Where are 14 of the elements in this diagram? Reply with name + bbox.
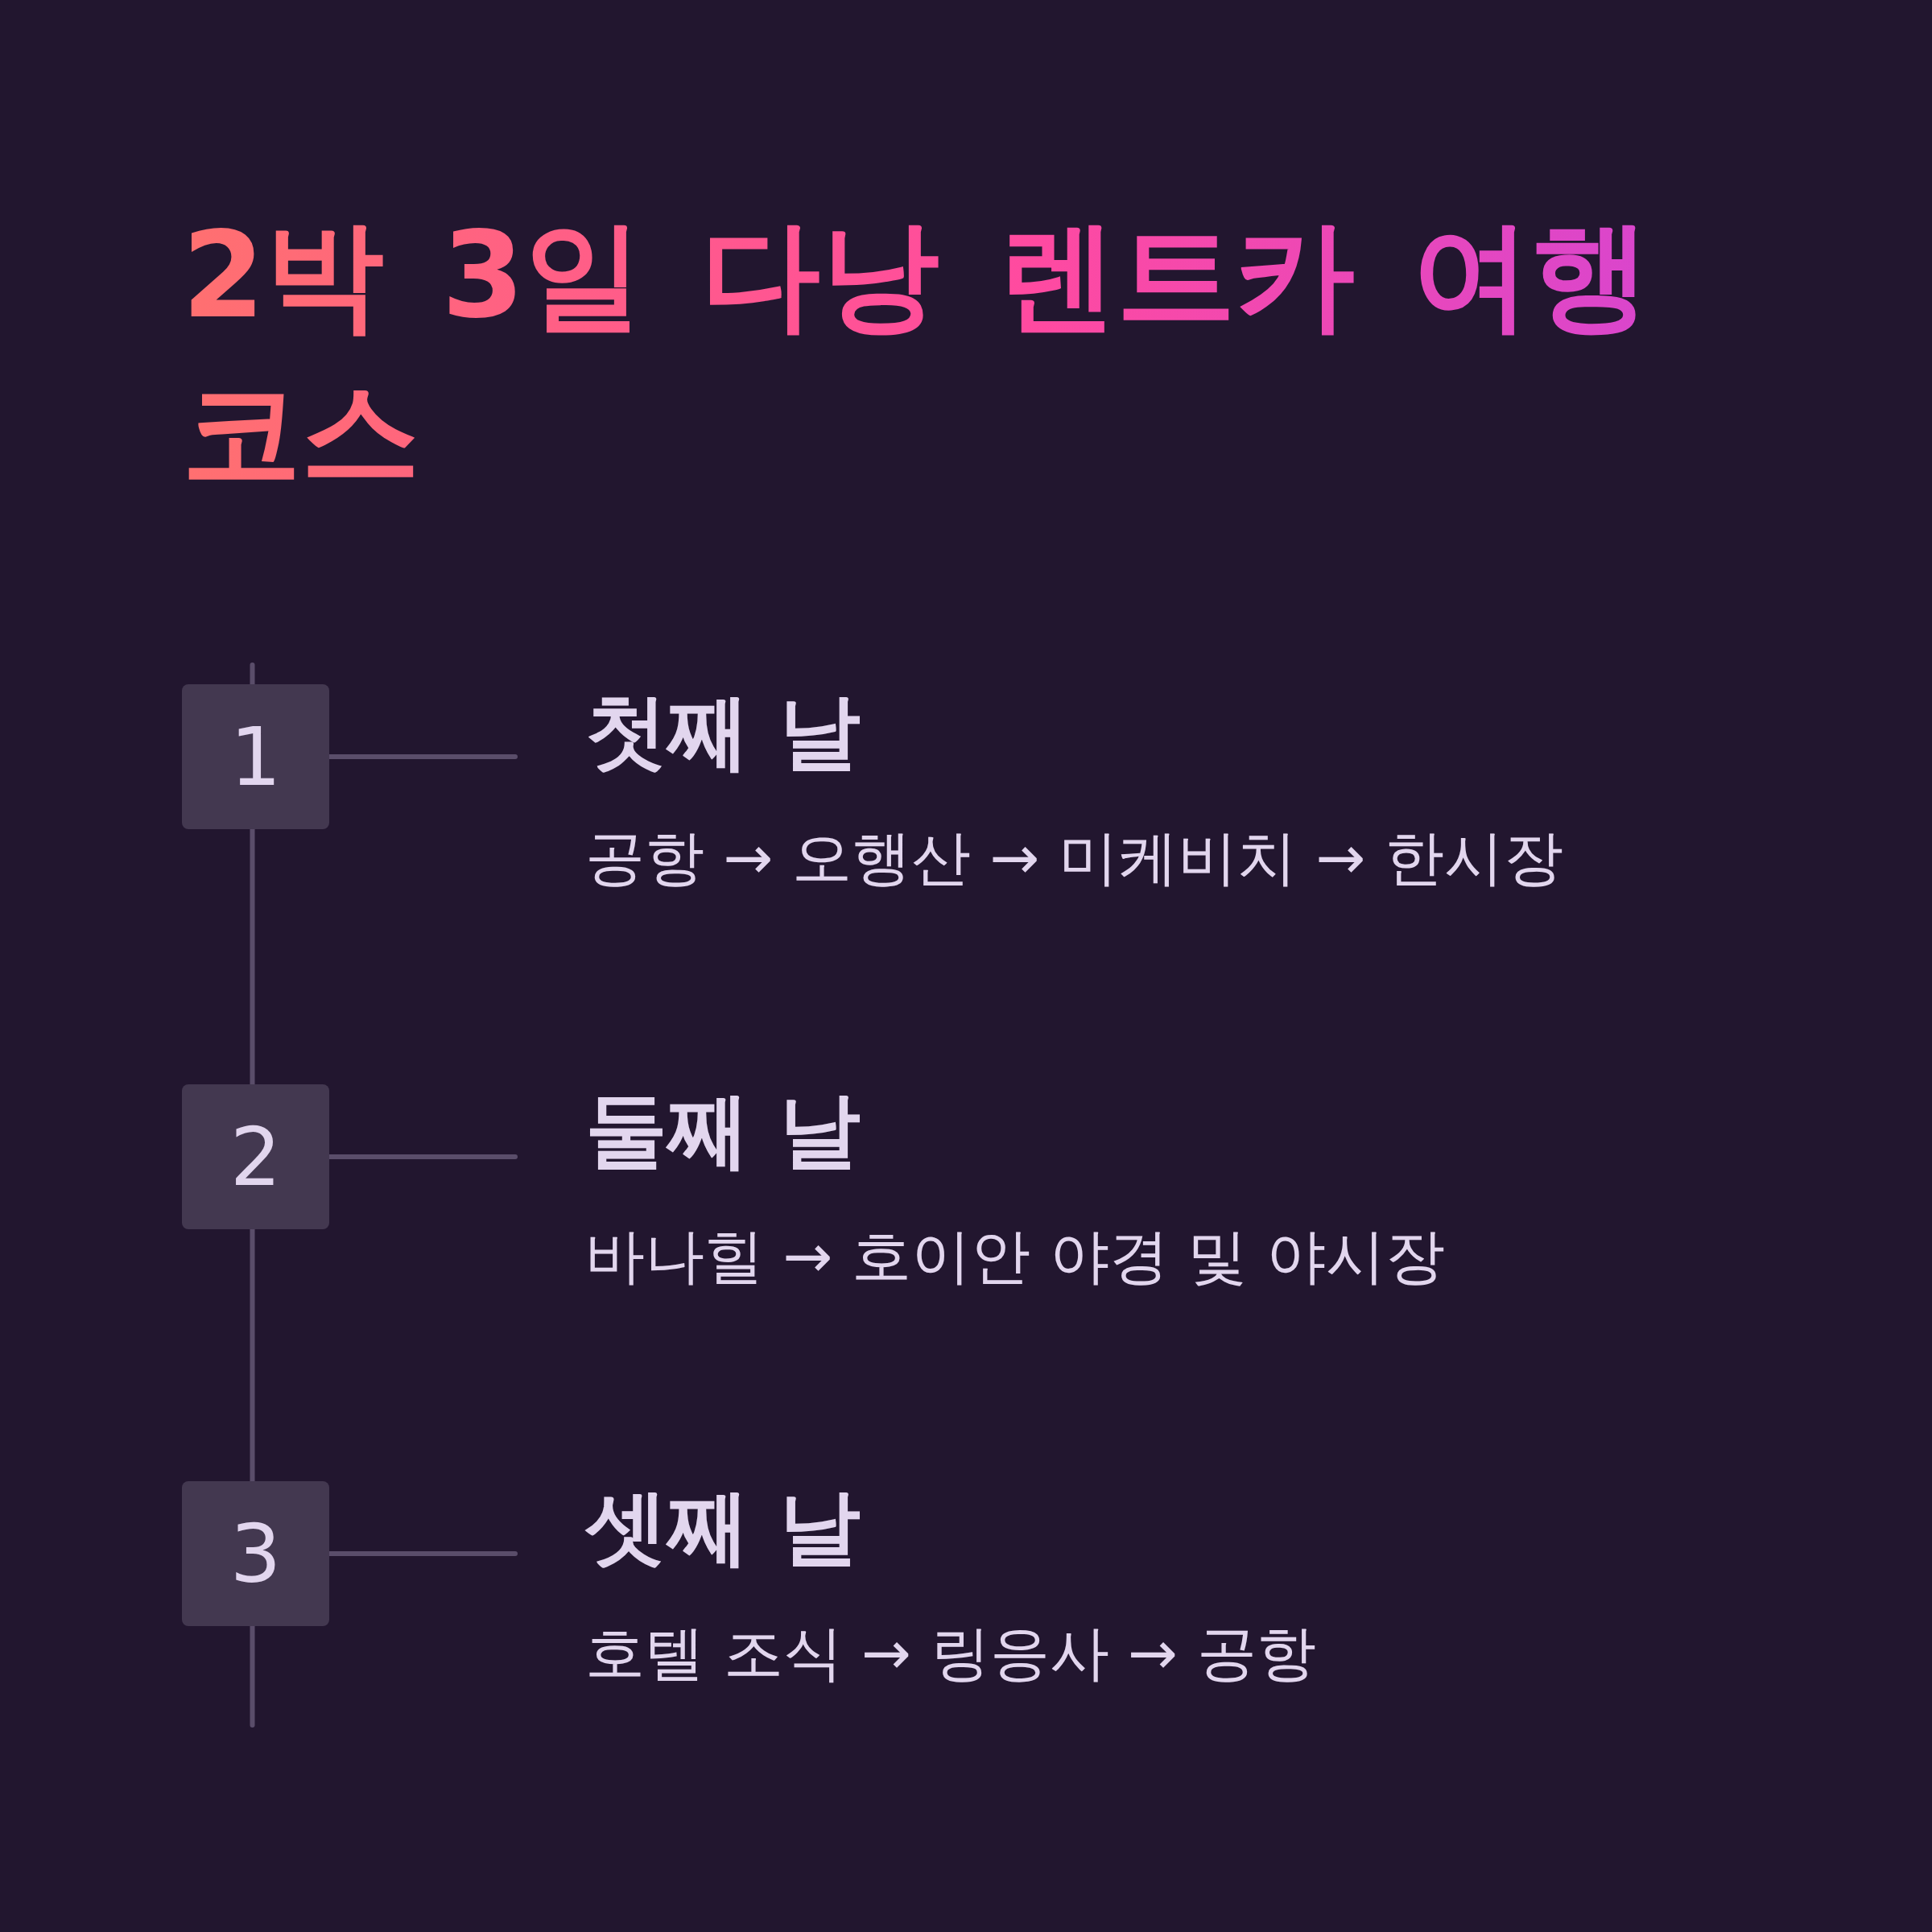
timeline-line [250, 827, 255, 1087]
timeline-line [250, 1227, 255, 1484]
step-number: 3 [229, 1506, 282, 1601]
step-number-box [182, 1481, 329, 1626]
day-heading: 셋째 날 [585, 1478, 861, 1576]
day-heading: 첫째 날 [585, 683, 861, 781]
day-heading: 둘째 날 [585, 1081, 861, 1179]
step-number: 1 [229, 709, 282, 804]
step-number-box [182, 684, 329, 829]
route-text: 호텔 조식 → 링응사 → 공항 [585, 1617, 1316, 1689]
route-text: 공항 → 오행산 → 미케비치 → 한시장 [585, 822, 1564, 894]
step-number-box [182, 1084, 329, 1229]
step-number: 2 [229, 1109, 282, 1204]
route-text: 바나힐 → 호이안 야경 및 야시장 [585, 1220, 1445, 1292]
